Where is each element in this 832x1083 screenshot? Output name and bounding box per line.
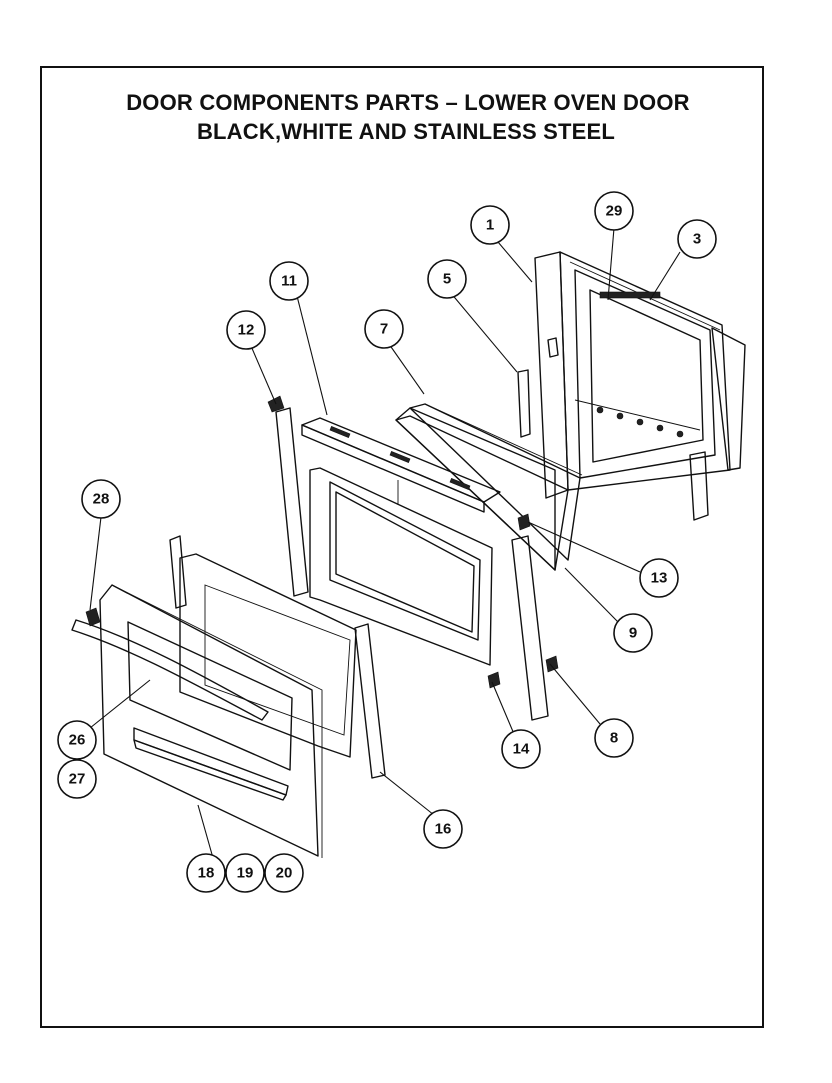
front-rail-16	[354, 623, 386, 779]
diagram-border	[40, 66, 764, 1028]
callout-3: 3	[677, 219, 717, 259]
svg-text:14: 14	[513, 741, 530, 758]
small-rail	[169, 535, 187, 609]
callout-28: 28	[81, 479, 121, 519]
svg-text:20: 20	[276, 865, 293, 882]
callout-8: 8	[594, 718, 634, 758]
callout-13: 13	[639, 558, 679, 598]
left-rail-12	[275, 407, 309, 597]
callout-7: 7	[364, 309, 404, 349]
svg-text:7: 7	[380, 321, 388, 338]
diagram-subtitle: BLACK,WHITE AND STAINLESS STEEL	[196, 119, 616, 144]
svg-text:16: 16	[435, 821, 452, 838]
svg-text:11: 11	[281, 273, 297, 290]
svg-text:1: 1	[486, 217, 494, 234]
svg-text:26: 26	[69, 732, 86, 749]
diagram-title: DOOR COMPONENTS PARTS – LOWER OVEN DOOR	[126, 90, 690, 115]
callout-1: 1	[470, 205, 510, 245]
door-handle-26	[71, 619, 269, 721]
svg-text:12: 12	[238, 322, 255, 339]
svg-text:9: 9	[629, 625, 637, 642]
svg-text:27: 27	[69, 771, 86, 788]
svg-text:18: 18	[198, 865, 215, 882]
right-rail-8	[511, 535, 549, 721]
svg-text:19: 19	[237, 865, 254, 882]
callout-5: 5	[427, 259, 467, 299]
callout-12: 12	[226, 310, 266, 350]
callout-29: 29	[594, 191, 634, 231]
callout-26: 26	[57, 720, 97, 760]
top-trim-11	[301, 417, 501, 513]
side-bracket-5	[517, 369, 531, 438]
rear-door-frame	[534, 251, 746, 521]
leader-lines	[89, 227, 681, 859]
inner-door-panel	[309, 467, 493, 666]
svg-text:8: 8	[610, 730, 618, 747]
callout-27: 27	[57, 759, 97, 799]
callout-16: 16	[423, 809, 463, 849]
svg-text:13: 13	[651, 570, 668, 587]
svg-text:3: 3	[693, 231, 701, 248]
svg-text:29: 29	[606, 203, 623, 220]
callout-19: 19	[225, 853, 265, 893]
callout-18: 18	[186, 853, 226, 893]
svg-text:5: 5	[443, 271, 451, 288]
callout-14: 14	[501, 729, 541, 769]
callout-20: 20	[264, 853, 304, 893]
middle-glass	[179, 553, 357, 758]
glass-panels	[395, 403, 583, 571]
svg-text:28: 28	[93, 491, 110, 508]
front-door-panel	[99, 584, 323, 858]
callout-11: 11	[269, 261, 309, 301]
callout-9: 9	[613, 613, 653, 653]
